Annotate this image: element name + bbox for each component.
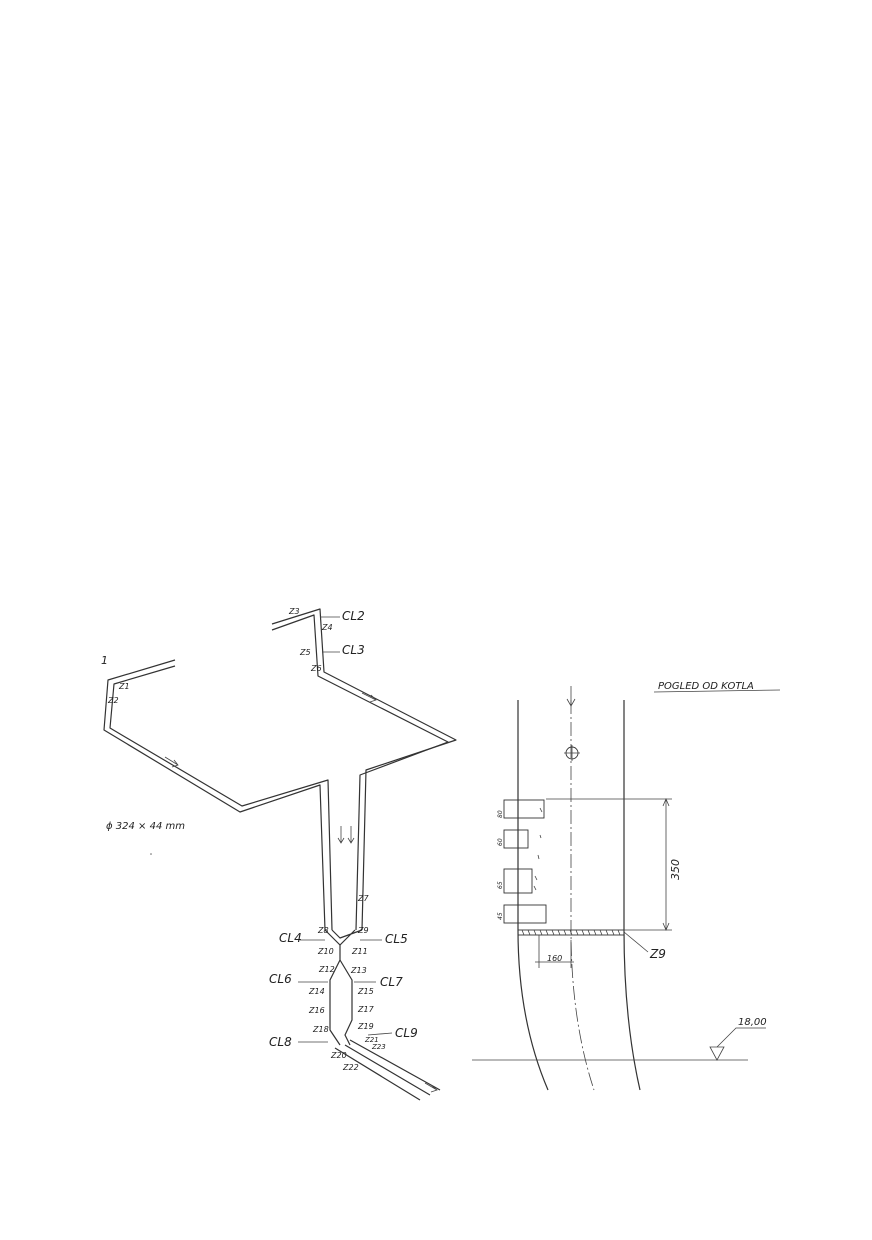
label-weld-z4: Z4 (321, 623, 333, 632)
flow-arrow-icon (361, 692, 377, 703)
label-cl9: CL9 (395, 1026, 418, 1040)
weld-leader-line (623, 931, 649, 953)
label-cl3: CL3 (342, 643, 365, 657)
label-cl7: CL7 (380, 975, 403, 989)
gap-marker (503, 829, 529, 849)
label-weld-z5: Z5 (299, 648, 311, 657)
pipe-segment-inlet-1 (103, 659, 326, 931)
label-weld-z11: Z11 (351, 947, 368, 956)
crosshair-circle-icon (564, 745, 580, 761)
label-weld-z21: Z21 (364, 1036, 379, 1044)
pipe-segment-inlet-2 (271, 614, 449, 931)
dimension-350: 350 (669, 859, 682, 880)
detail-view: POGLED OD KOTLA 80 60 65 45 (472, 681, 781, 1091)
pipe-segment-inlet-2-inner (271, 608, 457, 931)
isometric-pipe-routing: 1 Z1 Z2 Z3 Z4 Z5 Z6 CL2 CL3 ϕ 324 × 44 m… (101, 607, 457, 1101)
label-weld-z10: Z10 (317, 947, 334, 956)
label-weld-z16: Z16 (308, 1006, 325, 1015)
gap-dim-label: 45 (497, 912, 504, 920)
pipe-wall-right (623, 700, 641, 1091)
label-cl6: CL6 (269, 972, 292, 986)
label-weld-z1: Z1 (118, 682, 130, 691)
dimension-160: 160 (547, 954, 562, 963)
detail-title: POGLED OD KOTLA (658, 681, 754, 692)
stray-mark (150, 853, 152, 855)
weld-label-z9: Z9 (649, 947, 666, 961)
label-weld-z2: Z2 (107, 696, 119, 705)
label-weld-z8: Z8 (317, 926, 329, 935)
label-cl4: CL4 (279, 931, 302, 945)
tick-marks (533, 807, 543, 891)
label-weld-z19: Z19 (357, 1022, 374, 1031)
flow-arrow-icon (424, 1082, 438, 1093)
dimension-line-350 (546, 797, 672, 932)
elevation-triangle-icon (709, 1027, 766, 1061)
gap-dim-label: 60 (497, 838, 504, 846)
weld-hatch (521, 929, 621, 936)
label-weld-z22: Z22 (342, 1063, 359, 1072)
gap-dim-label: 80 (497, 810, 504, 818)
label-weld-z13: Z13 (350, 966, 367, 975)
pipe-segment-inlet-1-inner (109, 665, 333, 931)
label-weld-z14: Z14 (308, 987, 325, 996)
title-underline (653, 689, 781, 693)
pipe-segment-loop-left (329, 945, 341, 1046)
pipe-segment-junction (324, 929, 363, 946)
label-cl2: CL2 (342, 609, 365, 623)
label-weld-z9: Z9 (357, 926, 369, 935)
label-weld-z23: Z23 (371, 1043, 386, 1051)
flow-arrow-icon (566, 686, 576, 707)
pipe-segment-outlet (334, 1039, 441, 1101)
pipe-segment-loop-right (339, 959, 353, 1046)
label-weld-z17: Z17 (357, 1005, 375, 1014)
label-weld-z12: Z12 (318, 965, 335, 974)
flow-arrow-icon (164, 756, 179, 768)
pipe-wall-left (517, 700, 549, 1091)
gap-dim-label: 65 (497, 881, 504, 889)
leader-line (367, 1032, 393, 1036)
gap-marker (503, 904, 547, 924)
label-weld-z18: Z18 (312, 1025, 329, 1034)
label-weld-z7: Z7 (357, 894, 369, 903)
gap-marker (503, 868, 533, 894)
gap-markers: 80 60 65 45 (497, 799, 547, 924)
dimension-line-160 (535, 935, 574, 968)
label-weld-z6: Z6 (310, 664, 322, 673)
centerline (570, 700, 595, 1091)
label-weld-z1-prefix: 1 (101, 654, 108, 667)
label-cl8: CL8 (269, 1035, 292, 1049)
pipe-size-label: ϕ 324 × 44 mm (106, 821, 185, 832)
flow-arrow-icon (347, 826, 355, 844)
label-weld-z20: Z20 (330, 1051, 347, 1060)
label-weld-z3: Z3 (288, 607, 300, 616)
flow-arrow-icon (337, 826, 345, 844)
gap-marker (503, 799, 545, 819)
elevation-value: 18,00 (738, 1017, 767, 1028)
label-cl5: CL5 (385, 932, 408, 946)
label-weld-z15: Z15 (357, 987, 374, 996)
